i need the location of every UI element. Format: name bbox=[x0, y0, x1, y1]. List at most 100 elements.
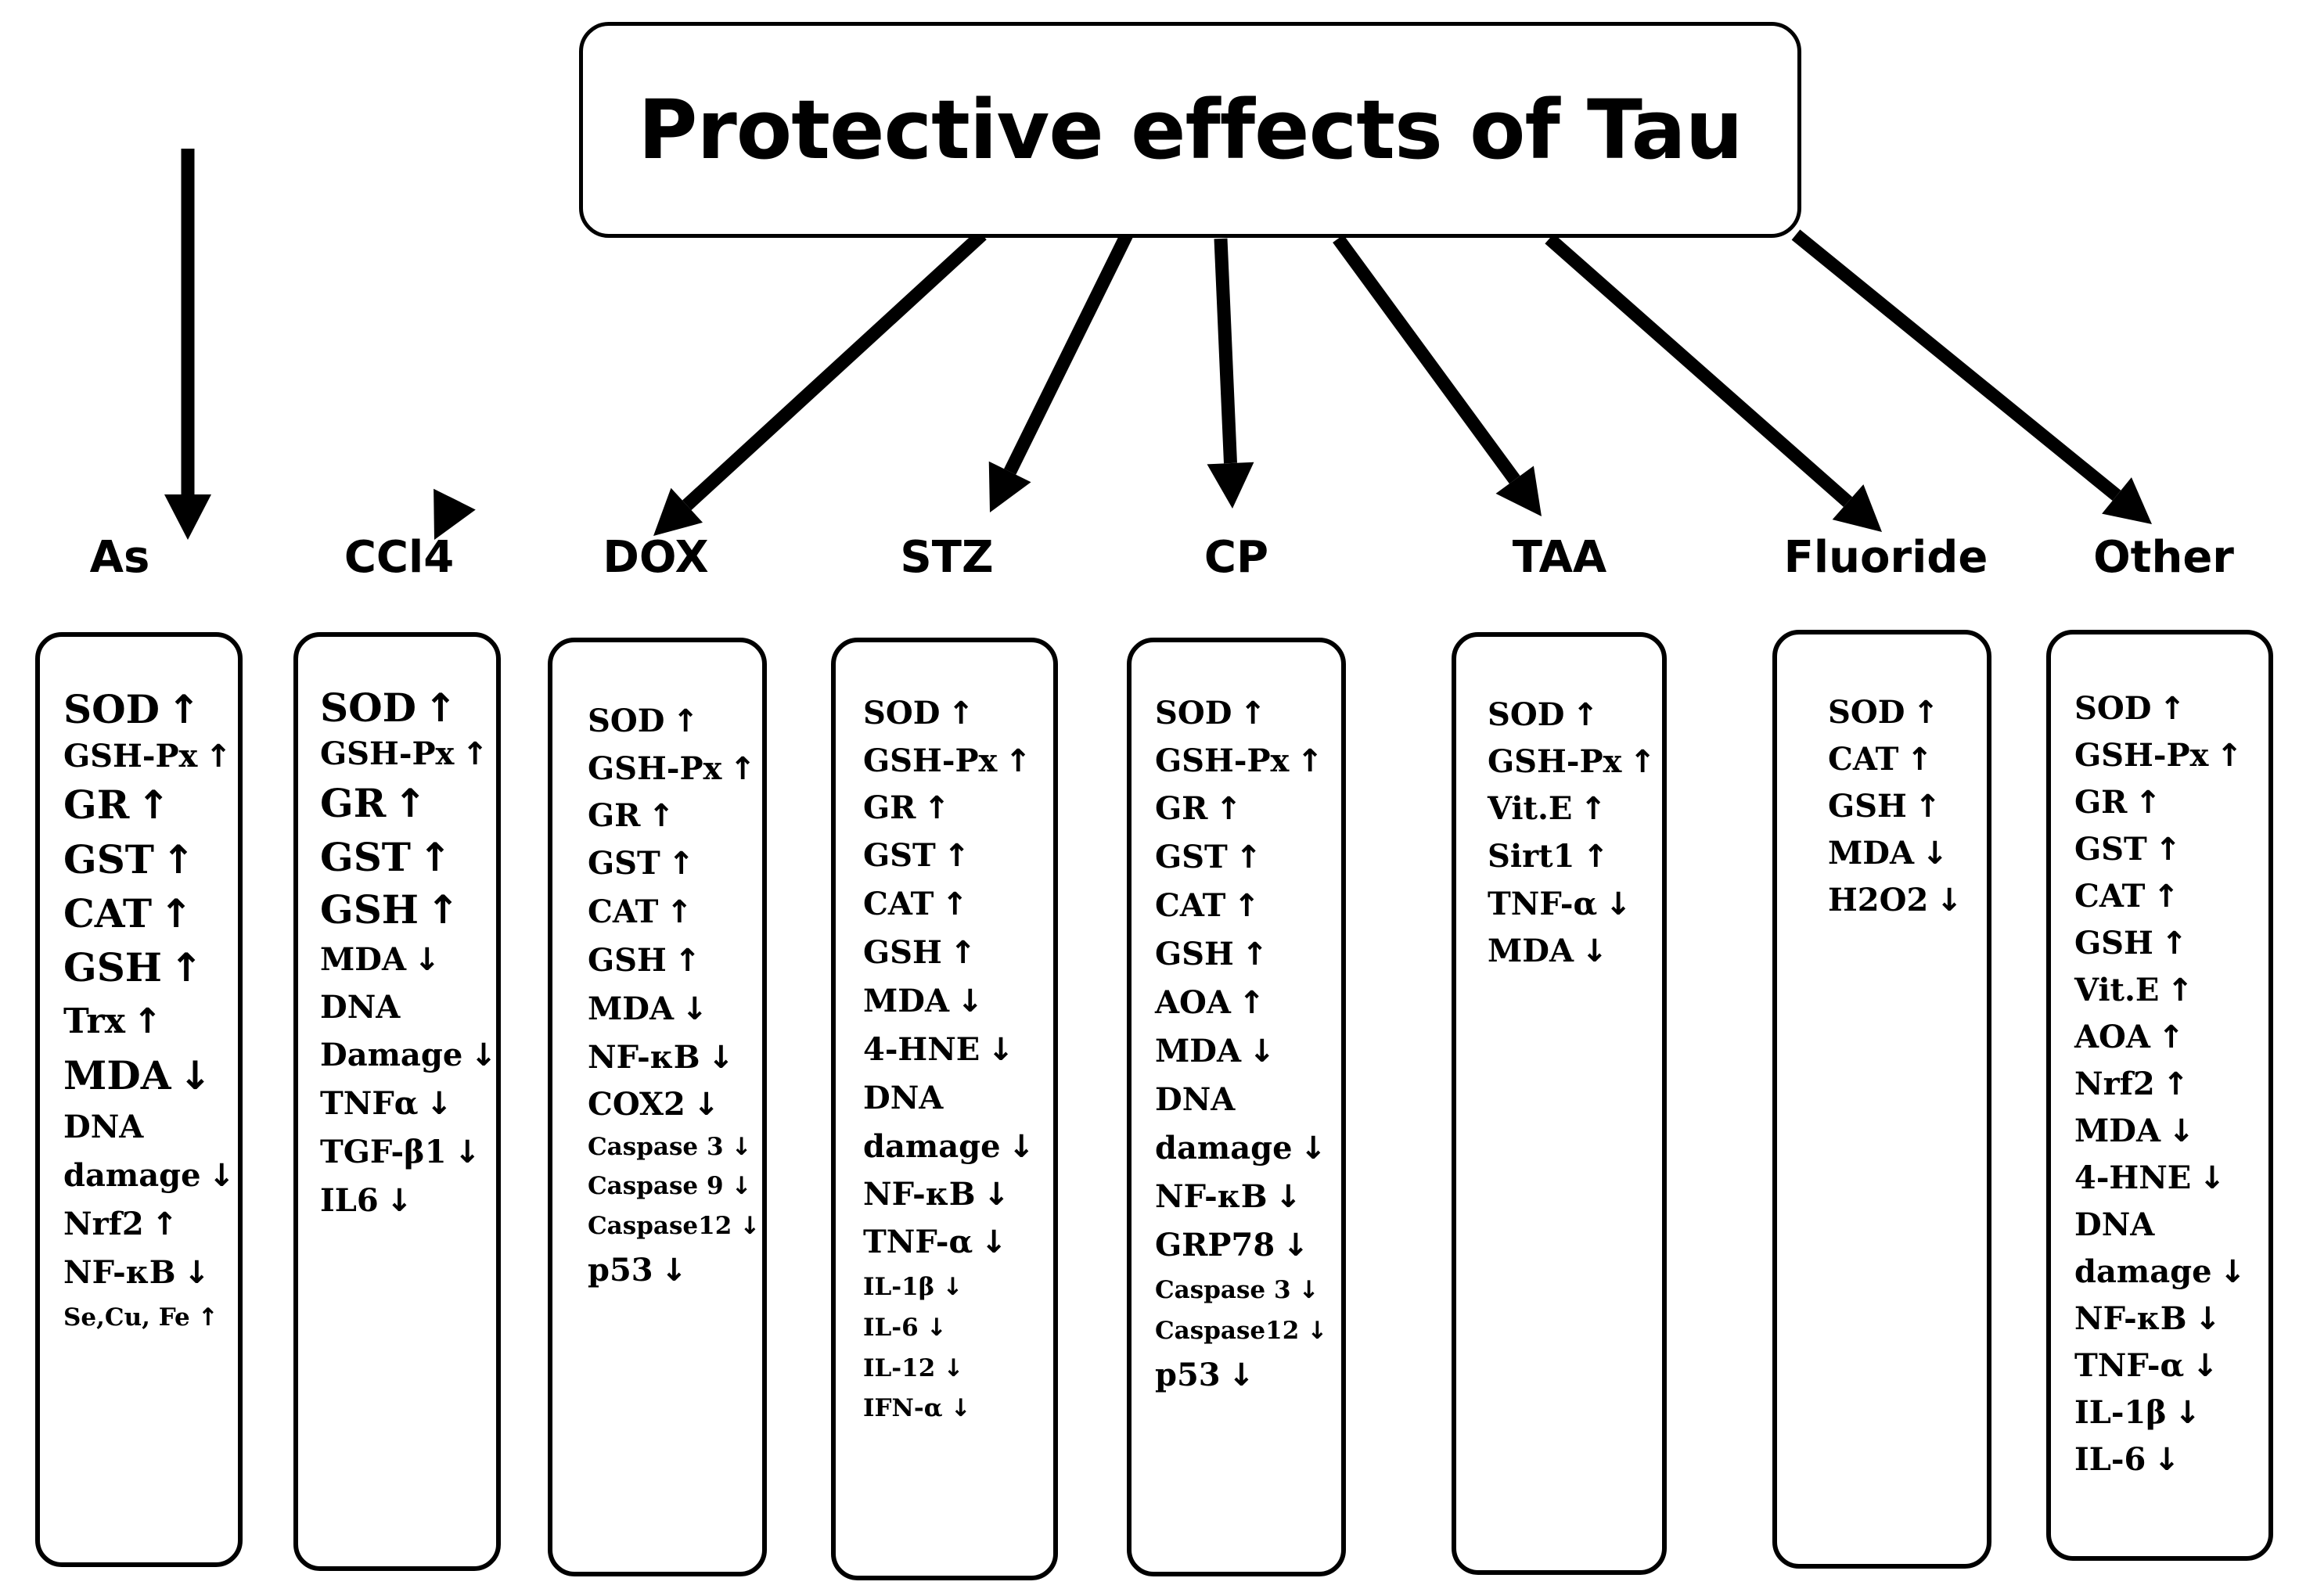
marker-label: damage bbox=[63, 1157, 201, 1194]
marker-label: SOD bbox=[1488, 696, 1565, 733]
marker-label: MDA bbox=[320, 941, 406, 978]
marker-item: CAT↑ bbox=[2074, 873, 2268, 920]
marker-label: TGF-β1 bbox=[320, 1134, 447, 1170]
marker-label: NF-κB bbox=[863, 1176, 976, 1213]
up-arrow-icon: ↑ bbox=[2157, 1019, 2185, 1055]
marker-label: GST bbox=[63, 836, 155, 882]
marker-item: TNF-α↓ bbox=[863, 1218, 1053, 1267]
up-arrow-icon: ↑ bbox=[674, 943, 701, 979]
up-arrow-icon: ↑ bbox=[2160, 926, 2188, 962]
up-arrow-icon: ↑ bbox=[648, 798, 675, 834]
marker-item: MDA↓ bbox=[1155, 1027, 1341, 1076]
marker-label: CAT bbox=[2074, 878, 2146, 915]
marker-item: GSH↑ bbox=[1828, 783, 1987, 830]
marker-label: IL6 bbox=[320, 1182, 379, 1219]
marker-label: COX2 bbox=[588, 1086, 685, 1123]
marker-item: IL-1β↓ bbox=[2074, 1389, 2268, 1436]
down-arrow-icon: ↓ bbox=[470, 1037, 497, 1073]
marker-label: GSH bbox=[2074, 925, 2153, 962]
up-arrow-icon: ↑ bbox=[394, 781, 427, 826]
up-arrow-icon: ↑ bbox=[949, 935, 977, 971]
marker-label: GSH-Px bbox=[588, 750, 722, 787]
marker-item: GSH↑ bbox=[863, 929, 1053, 977]
marker-label: GST bbox=[588, 845, 660, 882]
arrowhead-taa bbox=[1495, 466, 1542, 516]
marker-label: GSH bbox=[588, 942, 667, 979]
down-arrow-icon: ↓ bbox=[739, 1211, 761, 1240]
up-arrow-icon: ↑ bbox=[1914, 789, 1941, 825]
up-arrow-icon: ↑ bbox=[1239, 696, 1266, 732]
marker-item: GR↑ bbox=[1155, 785, 1341, 833]
category-box-dox: SOD↑GSH-Px↑GR↑GST↑CAT↑GSH↑MDA↓NF-κB↓COX2… bbox=[548, 638, 767, 1576]
marker-item: GRP78↓ bbox=[1155, 1221, 1341, 1270]
marker-label: DNA bbox=[863, 1080, 944, 1116]
marker-item: Caspase 9↓ bbox=[588, 1166, 762, 1206]
down-arrow-icon: ↓ bbox=[1936, 882, 1963, 918]
marker-label: NF-κB bbox=[2074, 1300, 2187, 1337]
up-arrow-icon: ↑ bbox=[1582, 839, 1609, 875]
marker-item: AOA↑ bbox=[1155, 979, 1341, 1027]
marker-item: MDA↓ bbox=[1828, 830, 1987, 877]
down-arrow-icon: ↓ bbox=[426, 1086, 453, 1122]
arrowhead-fluoride bbox=[1832, 484, 1882, 532]
marker-label: damage bbox=[863, 1128, 1001, 1165]
up-arrow-icon: ↑ bbox=[1241, 936, 1268, 972]
marker-item: GR↑ bbox=[588, 793, 762, 839]
marker-label: MDA bbox=[588, 990, 674, 1027]
connector-line-fluoride bbox=[1545, 233, 1853, 507]
connector-line-other bbox=[1791, 229, 2121, 501]
down-arrow-icon: ↓ bbox=[1300, 1130, 1327, 1166]
category-box-fluoride: SOD↑CAT↑GSH↑MDA↓H2O2↓ bbox=[1772, 630, 1991, 1569]
marker-label: GST bbox=[2074, 831, 2147, 868]
arrowhead-stz bbox=[988, 461, 1031, 512]
marker-label: Nrf2 bbox=[2074, 1066, 2155, 1102]
marker-item: DNA bbox=[63, 1103, 238, 1152]
marker-label: MDA bbox=[1155, 1033, 1241, 1069]
up-arrow-icon: ↑ bbox=[1572, 697, 1599, 733]
marker-item: DNA bbox=[863, 1074, 1053, 1123]
category-label-taa: TAA bbox=[1512, 532, 1607, 583]
marker-item: NF-κB↓ bbox=[63, 1249, 238, 1297]
marker-label: 4-HNE bbox=[2074, 1159, 2192, 1196]
down-arrow-icon: ↓ bbox=[1298, 1275, 1319, 1304]
marker-item: GR↑ bbox=[2074, 779, 2268, 826]
marker-label: GR bbox=[863, 789, 916, 826]
marker-item: damage↓ bbox=[863, 1123, 1053, 1171]
marker-label: GST bbox=[1155, 839, 1228, 875]
down-arrow-icon: ↓ bbox=[1581, 933, 1608, 969]
marker-label: Sirt1 bbox=[1488, 838, 1575, 875]
marker-label: NF-κB bbox=[588, 1039, 700, 1076]
diagram-title: Protective effects of Tau bbox=[638, 82, 1743, 178]
marker-item: TGF-β1↓ bbox=[320, 1128, 496, 1177]
category-label-ccl4: CCl4 bbox=[344, 532, 455, 583]
marker-item: GSH-Px↑ bbox=[2074, 732, 2268, 779]
marker-item: AOA↑ bbox=[2074, 1014, 2268, 1061]
down-arrow-icon: ↓ bbox=[2168, 1113, 2195, 1149]
down-arrow-icon: ↓ bbox=[926, 1313, 947, 1342]
marker-item: GSH-Px↑ bbox=[63, 735, 238, 778]
marker-label: MDA bbox=[1828, 835, 1914, 872]
marker-item: Trx↑ bbox=[63, 995, 238, 1048]
marker-item: IFN-α↓ bbox=[863, 1389, 1053, 1428]
down-arrow-icon: ↓ bbox=[988, 1032, 1014, 1068]
marker-label: MDA bbox=[863, 983, 949, 1019]
down-arrow-icon: ↓ bbox=[414, 942, 441, 978]
marker-item: Caspase 3↓ bbox=[1155, 1270, 1341, 1310]
marker-label: CAT bbox=[1155, 887, 1226, 924]
marker-label: MDA bbox=[63, 1052, 171, 1098]
down-arrow-icon: ↓ bbox=[707, 1040, 735, 1076]
up-arrow-icon: ↑ bbox=[170, 945, 203, 990]
connector-line-taa bbox=[1333, 234, 1520, 484]
up-arrow-icon: ↑ bbox=[151, 1206, 178, 1242]
marker-label: GSH-Px bbox=[2074, 737, 2209, 774]
marker-label: 4-HNE bbox=[863, 1031, 980, 1068]
marker-label: H2O2 bbox=[1828, 882, 1929, 918]
category-label-fluoride: Fluoride bbox=[1783, 532, 1988, 583]
up-arrow-icon: ↑ bbox=[1580, 791, 1606, 827]
category-label-other: Other bbox=[2093, 532, 2234, 583]
down-arrow-icon: ↓ bbox=[1283, 1228, 1309, 1264]
marker-item: 4-HNE↓ bbox=[863, 1026, 1053, 1074]
category-box-taa: SOD↑GSH-Px↑Vit.E↑Sirt1↑TNF-α↓MDA↓ bbox=[1452, 632, 1667, 1575]
